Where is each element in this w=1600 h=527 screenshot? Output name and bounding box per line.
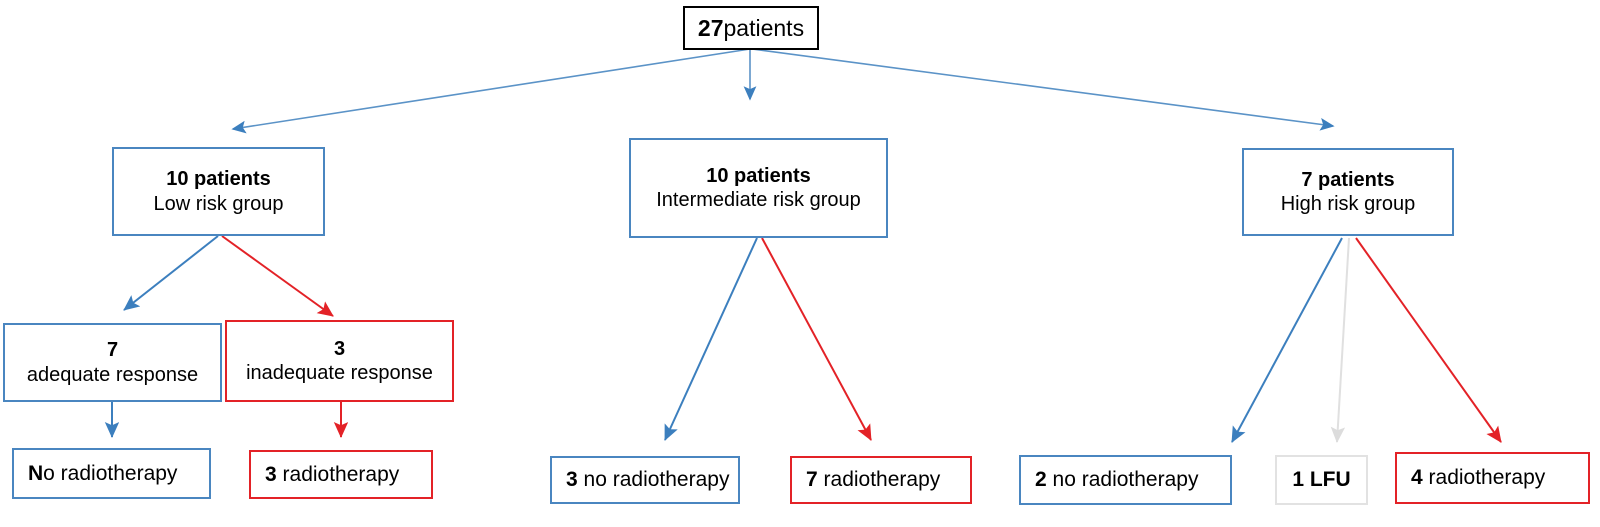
root-count: 27 — [697, 14, 724, 41]
inadequate-response-label: inadequate response — [246, 362, 433, 384]
node-high-risk-group[interactable]: 7 patients High risk group — [1242, 148, 1454, 236]
edge-low-to-adequate — [123, 235, 219, 311]
outcome-6-label: radiotherapy — [1422, 466, 1546, 490]
node-inadequate-response[interactable]: 3 inadequate response — [225, 320, 454, 402]
outcome-0-label: o radiotherapy — [43, 461, 178, 485]
outcome-3-label: radiotherapy — [817, 468, 941, 492]
node-intermediate-risk-group[interactable]: 10 patients Intermediate risk group — [629, 138, 888, 238]
root-label: patients — [723, 14, 805, 41]
outcome-5-count: 1 LFU — [1292, 468, 1351, 492]
high-risk-count: 7 patients — [1301, 168, 1395, 191]
low-risk-count: 10 patients — [166, 168, 271, 191]
intermediate-risk-count: 10 patients — [706, 164, 811, 187]
node-outcome-low-radiotherapy[interactable]: 3 radiotherapy — [249, 450, 433, 499]
high-risk-label: High risk group — [1280, 193, 1416, 215]
edge-high-to-radiotherapy — [1355, 237, 1502, 443]
outcome-2-count: 3 — [566, 468, 578, 492]
outcome-2-label: no radiotherapy — [577, 468, 730, 492]
inadequate-response-count: 3 — [333, 337, 346, 360]
edge-low-to-inadequate — [221, 235, 334, 317]
edge-root-to-low — [231, 48, 751, 134]
outcome-4-count: 2 — [1035, 468, 1047, 492]
adequate-response-count: 7 — [106, 339, 119, 362]
node-outcome-intermediate-radiotherapy[interactable]: 7 radiotherapy — [790, 456, 972, 504]
edge-intermediate-to-radiotherapy — [761, 237, 872, 441]
node-outcome-low-no-radiotherapy[interactable]: No radiotherapy — [12, 448, 211, 499]
edge-root-to-high — [751, 48, 1335, 131]
node-root-patients[interactable]: 27patients — [683, 6, 819, 50]
node-outcome-high-no-radiotherapy[interactable]: 2 no radiotherapy — [1019, 455, 1232, 505]
outcome-4-label: no radiotherapy — [1046, 468, 1199, 492]
edge-intermediate-to-no-radiotherapy — [664, 237, 758, 441]
node-adequate-response[interactable]: 7 adequate response — [3, 323, 222, 402]
node-outcome-intermediate-no-radiotherapy[interactable]: 3 no radiotherapy — [550, 456, 740, 504]
outcome-6-count: 4 — [1411, 466, 1423, 490]
adequate-response-label: adequate response — [26, 363, 199, 386]
outcome-1-count: 3 — [265, 462, 277, 486]
node-low-risk-group[interactable]: 10 patients Low risk group — [112, 147, 325, 236]
edge-high-to-lfu — [1330, 237, 1350, 443]
outcome-1-label: radiotherapy — [276, 462, 400, 486]
node-outcome-high-lfu[interactable]: 1 LFU — [1275, 455, 1368, 505]
outcome-0-count: N — [28, 461, 44, 485]
low-risk-label: Low risk group — [153, 192, 284, 215]
node-outcome-high-radiotherapy[interactable]: 4 radiotherapy — [1395, 452, 1590, 504]
outcome-3-count: 7 — [806, 468, 818, 492]
intermediate-risk-label: Intermediate risk group — [656, 189, 861, 211]
edge-high-to-no-radiotherapy — [1231, 237, 1343, 443]
